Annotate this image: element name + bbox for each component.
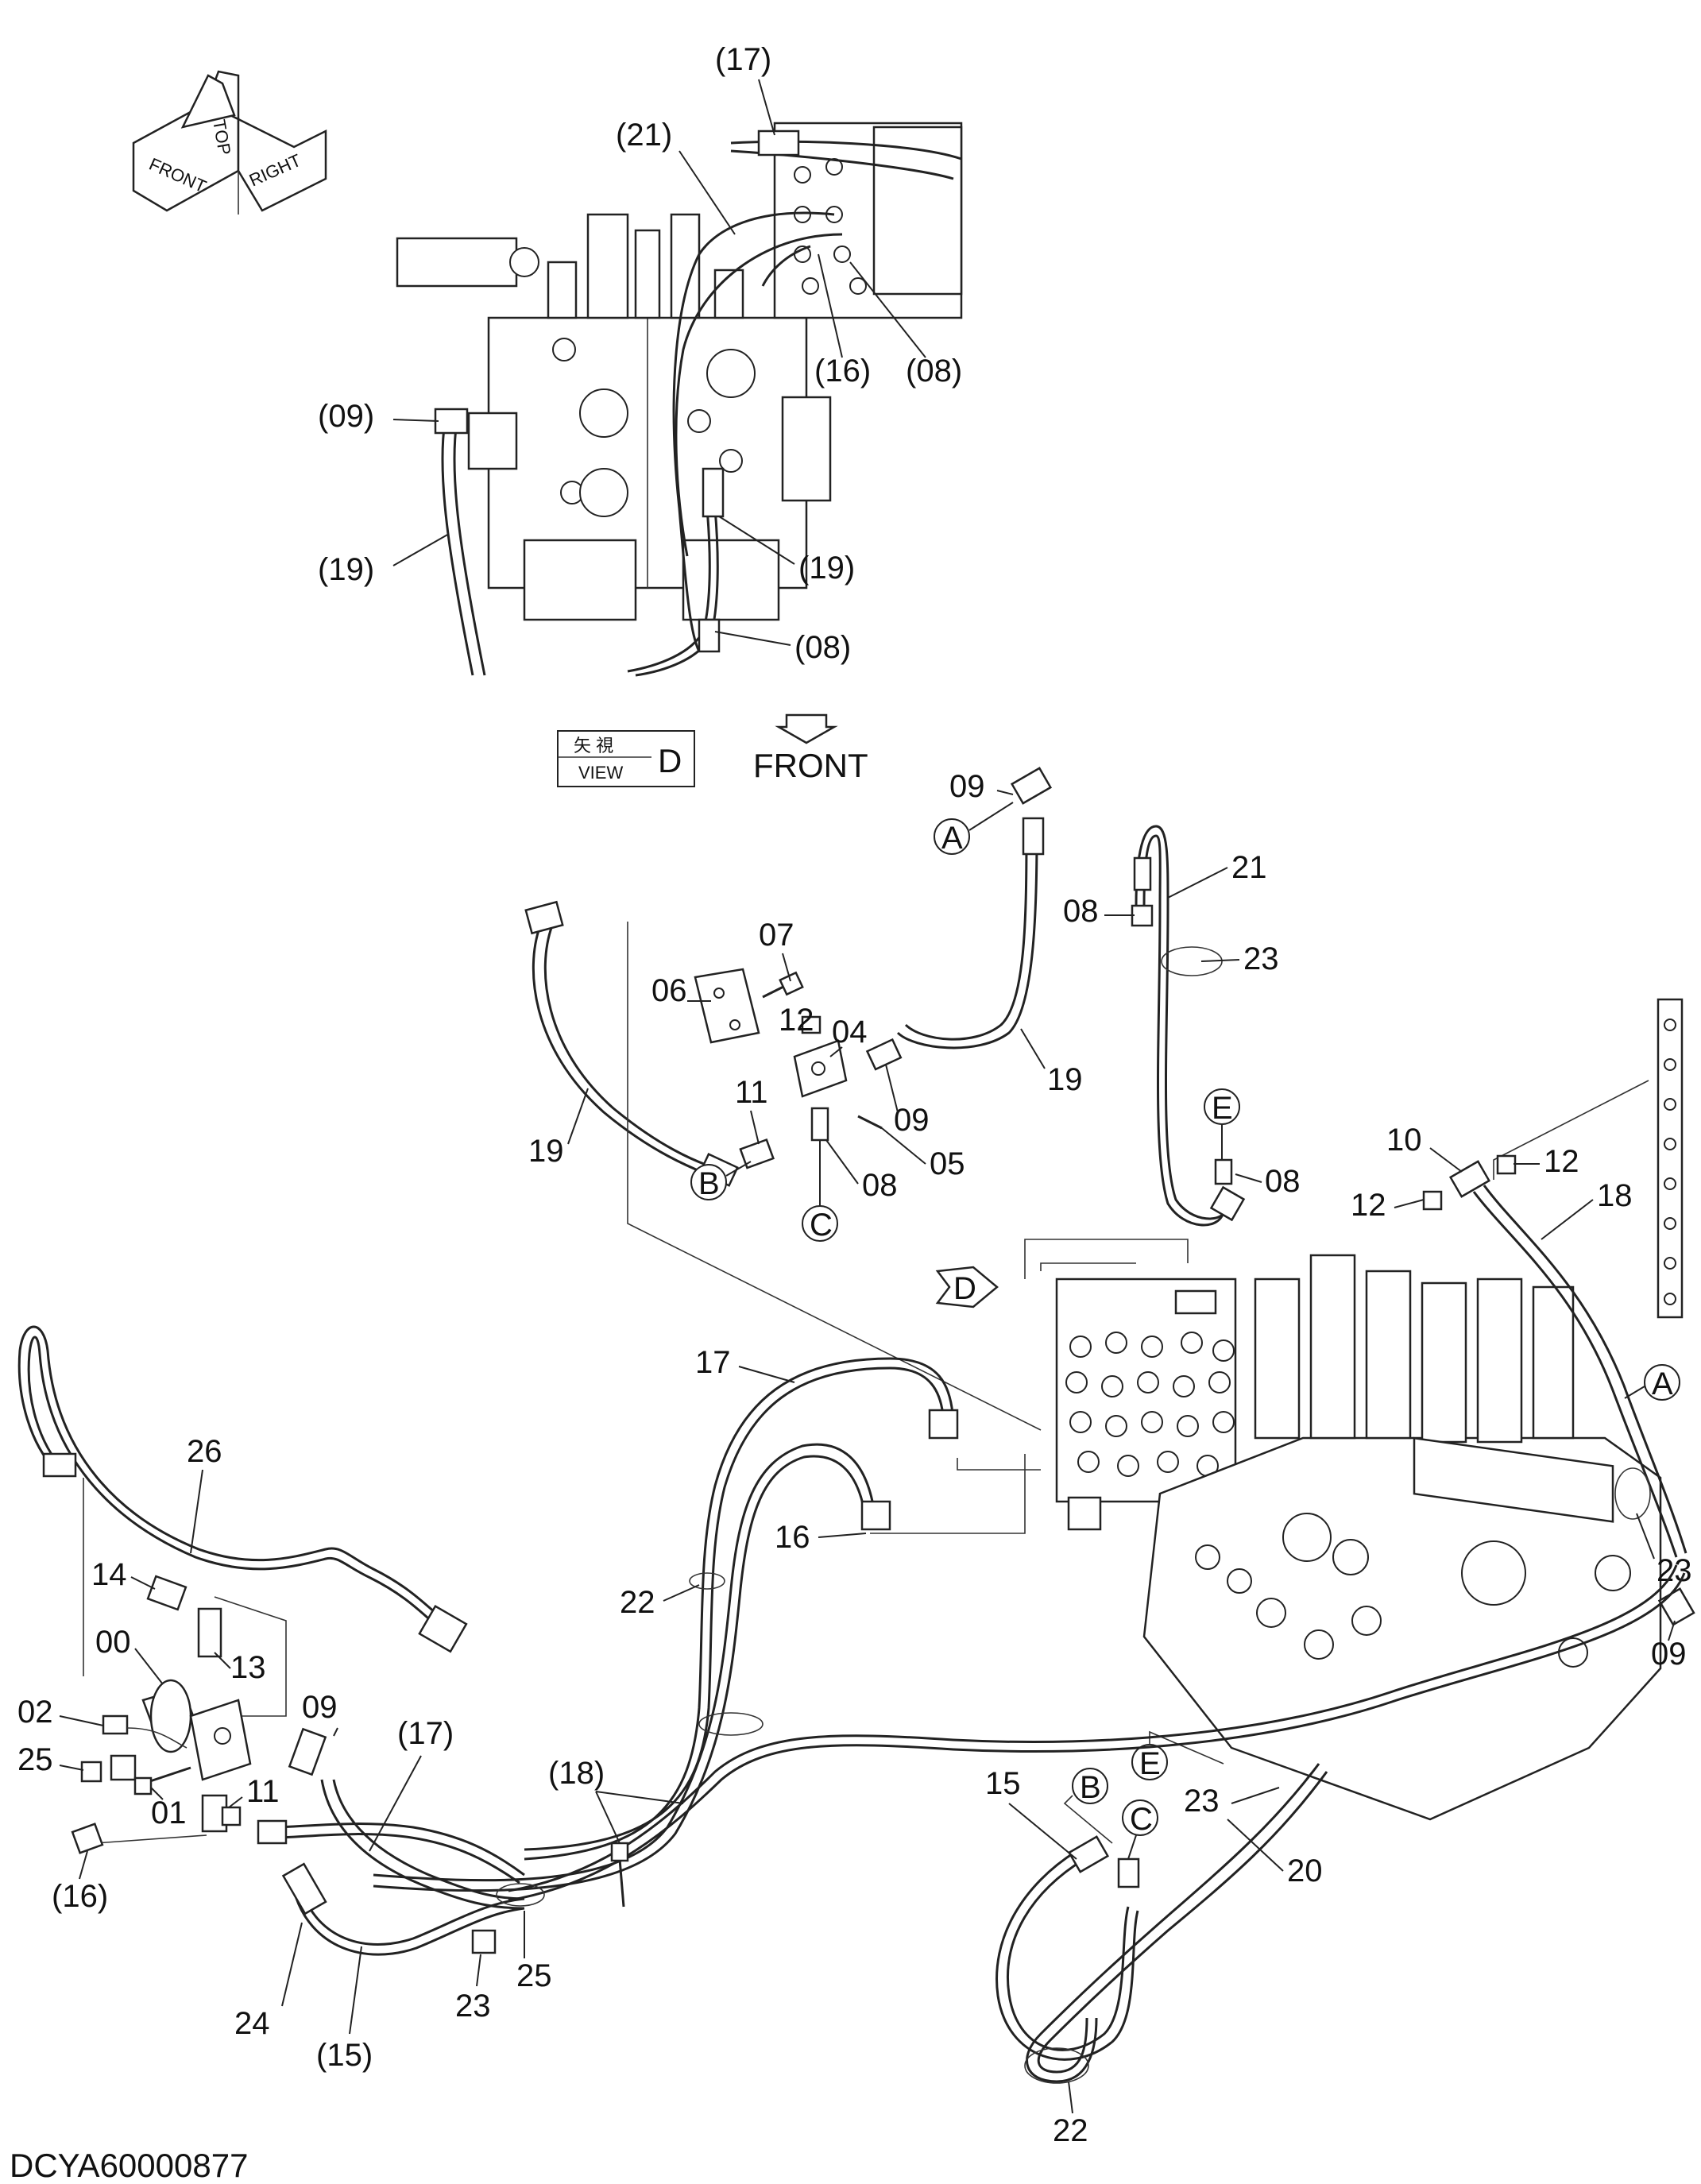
drawing-code: DCYA60000877 (10, 2147, 248, 2184)
callout-05: 05 (930, 1146, 965, 1181)
callout-13: 13 (230, 1650, 266, 1685)
callout-25-a: 23 (455, 1989, 491, 2024)
callout-25-b: 25 (17, 1742, 53, 1777)
callout-21: 21 (1231, 850, 1267, 885)
callout-16-b: (15) (316, 2038, 373, 2073)
callout-09-top: (09) (318, 399, 374, 434)
callout-18-b: (17) (397, 1716, 454, 1751)
callout-16-a: 16 (775, 1520, 810, 1555)
exploded-callouts: 09 A 21 08 23 07 06 12 04 09 19 11 19 05… (528, 769, 1301, 1243)
top-view-assembly (396, 122, 963, 677)
callout-01: 01 (151, 1796, 187, 1830)
callout-21: (21) (616, 118, 672, 153)
callout-18-a: 18 (1597, 1178, 1633, 1213)
solenoid-callouts: 26 14 00 13 02 25 01 11 (16) (17, 1434, 280, 1914)
svg-text:A: A (1652, 1366, 1673, 1401)
callout-26: 26 (187, 1434, 222, 1469)
control-valve-assembly (627, 922, 1695, 1821)
ref-circle-a-top: A (934, 818, 970, 856)
ref-circle-e-right: E (1131, 1744, 1168, 1781)
callout-09-a: 09 (949, 769, 985, 804)
callout-11-a: 11 (735, 1075, 768, 1110)
callout-17-a: 17 (695, 1345, 731, 1380)
svg-text:D: D (953, 1271, 976, 1306)
callout-06: 06 (651, 973, 687, 1008)
callout-10: 10 (1386, 1123, 1422, 1158)
view-d-box: 矢 視 VIEW D (557, 730, 695, 787)
top-view-callouts: (17) (21) (16) (08) (09) (19) (19) (08) (318, 42, 962, 665)
view-label: VIEW (578, 763, 623, 783)
callout-19-left: (19) (318, 552, 374, 587)
callout-12-c: 12 (1351, 1188, 1386, 1223)
callout-22-b: 22 (1053, 2113, 1088, 2148)
ref-circle-e-top: E (1204, 1088, 1240, 1126)
exploded-fittings (524, 767, 1246, 1227)
solenoid-group (17, 1325, 468, 1854)
callout-11-b: 11 (246, 1774, 280, 1809)
view-kanji: 矢 視 (574, 736, 613, 756)
ref-circle-c-bottom: C (1122, 1799, 1158, 1837)
callout-20: 20 (1287, 1854, 1323, 1888)
callout-23-a: 23 (1243, 941, 1279, 976)
ref-circle-b-bottom: B (1072, 1768, 1108, 1805)
callout-08-e: 08 (1265, 1164, 1301, 1199)
callout-12-a: 12 (779, 1003, 814, 1038)
hose-harness (257, 1357, 1686, 2084)
callout-22-a: 22 (620, 1585, 655, 1620)
callout-24: 25 (516, 1958, 552, 1993)
callout-17: (17) (715, 42, 771, 77)
callout-00: 00 (95, 1625, 131, 1660)
strip-ports (1664, 1019, 1676, 1305)
callout-19-right: (19) (798, 551, 855, 586)
callout-16: (16) (814, 354, 871, 388)
callout-04: 04 (832, 1015, 868, 1049)
svg-text:A: A (941, 821, 963, 856)
harness-callouts: 17 16 22 (18) 15 B C 20 22 09 (17) 23 25 (234, 1345, 1323, 2148)
callout-08-bottom: (08) (794, 630, 851, 665)
callout-15-a: 15 (985, 1766, 1021, 1801)
callout-07: 07 (759, 918, 794, 953)
callout-09-c: 09 (1651, 1637, 1687, 1672)
svg-text:B: B (1080, 1770, 1101, 1805)
svg-text:B: B (698, 1166, 720, 1201)
callout-09-b: 09 (894, 1103, 930, 1138)
callout-12-b: 12 (1544, 1144, 1579, 1179)
callout-09-d: (16) (52, 1879, 108, 1914)
front-label: FRONT (753, 747, 868, 784)
callout-08-c: 08 (1063, 894, 1099, 929)
view-letter: D (658, 742, 682, 779)
svg-text:C: C (810, 1208, 833, 1243)
svg-text:C: C (1130, 1802, 1153, 1837)
callout-19-b: 19 (528, 1134, 564, 1169)
svg-text:E: E (1212, 1091, 1233, 1126)
callout-14: 14 (91, 1557, 127, 1592)
ref-circle-b-top: B (690, 1164, 727, 1201)
valve-callouts: D 10 12 12 18 A 23 09 E 23 (935, 1123, 1692, 1819)
callout-23-c: 23 (1184, 1784, 1220, 1819)
pilot-ports (1065, 1332, 1235, 1477)
callout-02: 02 (17, 1695, 53, 1730)
callout-15-b: 24 (234, 2006, 270, 2041)
svg-text:E: E (1139, 1746, 1161, 1781)
callout-08-d: 08 (862, 1168, 898, 1203)
orientation-icon: FRONT TOP RIGHT (132, 70, 327, 215)
front-indicator: FRONT (753, 713, 868, 784)
callout-19-a: 19 (1047, 1062, 1083, 1097)
ref-circle-a-right: A (1644, 1364, 1680, 1401)
ref-circle-c-top: C (802, 1205, 838, 1243)
callout-08-top: (08) (906, 354, 962, 388)
callout-23-d: (18) (548, 1756, 605, 1791)
callout-17-b: 09 (302, 1690, 338, 1725)
view-d-arrow: D (935, 1266, 999, 1308)
